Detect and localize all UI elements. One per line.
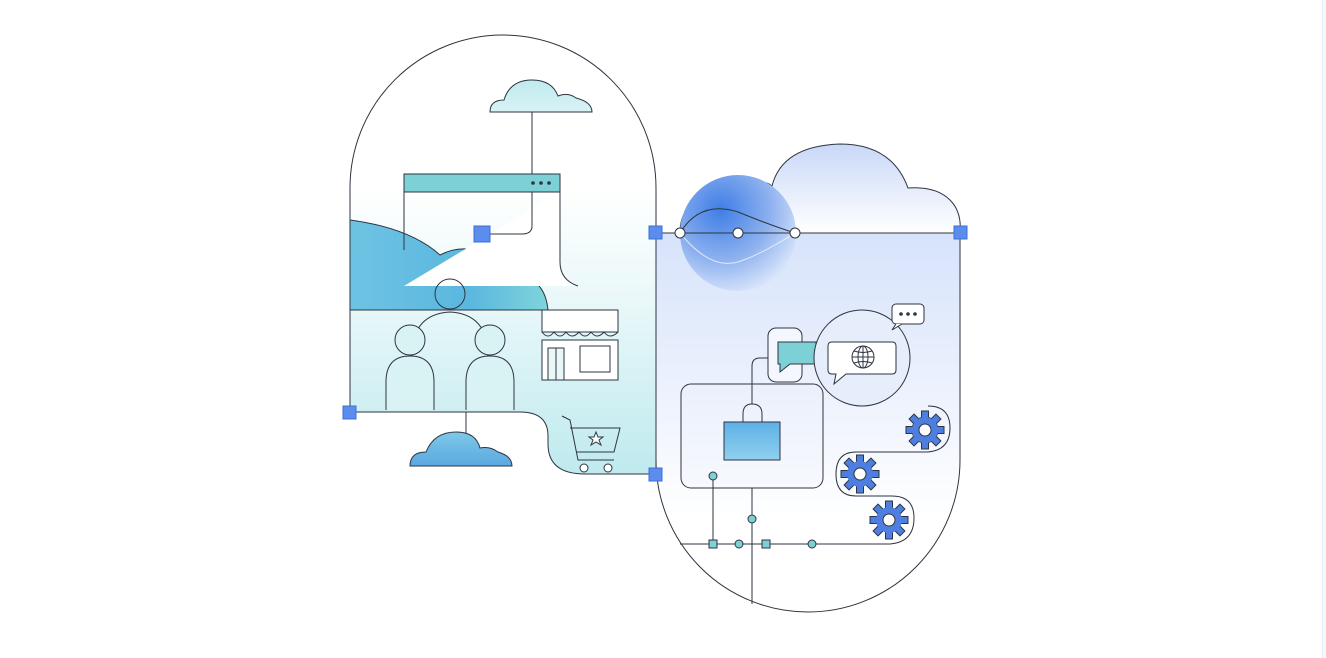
- gear-icon: [905, 410, 945, 450]
- cloud-panel: [648, 143, 968, 613]
- cloud-icon: [489, 79, 593, 113]
- ellipsis-icon: [531, 181, 535, 185]
- gear-icon: [869, 500, 909, 540]
- people-icon: [385, 278, 515, 436]
- browser-window-icon: [403, 173, 579, 287]
- on-premises-panel: [342, 34, 657, 475]
- connection-node: [648, 225, 663, 240]
- connection-node: [648, 467, 663, 482]
- right-capsule-outline: [655, 233, 961, 613]
- connection-node: [953, 225, 968, 240]
- connection-node: [473, 225, 491, 243]
- gear-icon: [840, 454, 880, 494]
- shopping-cart-icon: [561, 415, 621, 473]
- ellipsis-icon: [899, 312, 903, 316]
- lock-icon: [723, 403, 781, 461]
- storefront-icon: [541, 309, 619, 381]
- cloud-icon: [409, 431, 513, 467]
- globe-icon: [851, 345, 875, 369]
- circuit-nodes: [708, 471, 817, 549]
- right-edge-strip: [1323, 0, 1326, 658]
- right-edge-divider: [1322, 0, 1323, 658]
- star-icon: [587, 430, 605, 447]
- connection-node: [342, 405, 357, 420]
- left-capsule-outline: [349, 34, 657, 474]
